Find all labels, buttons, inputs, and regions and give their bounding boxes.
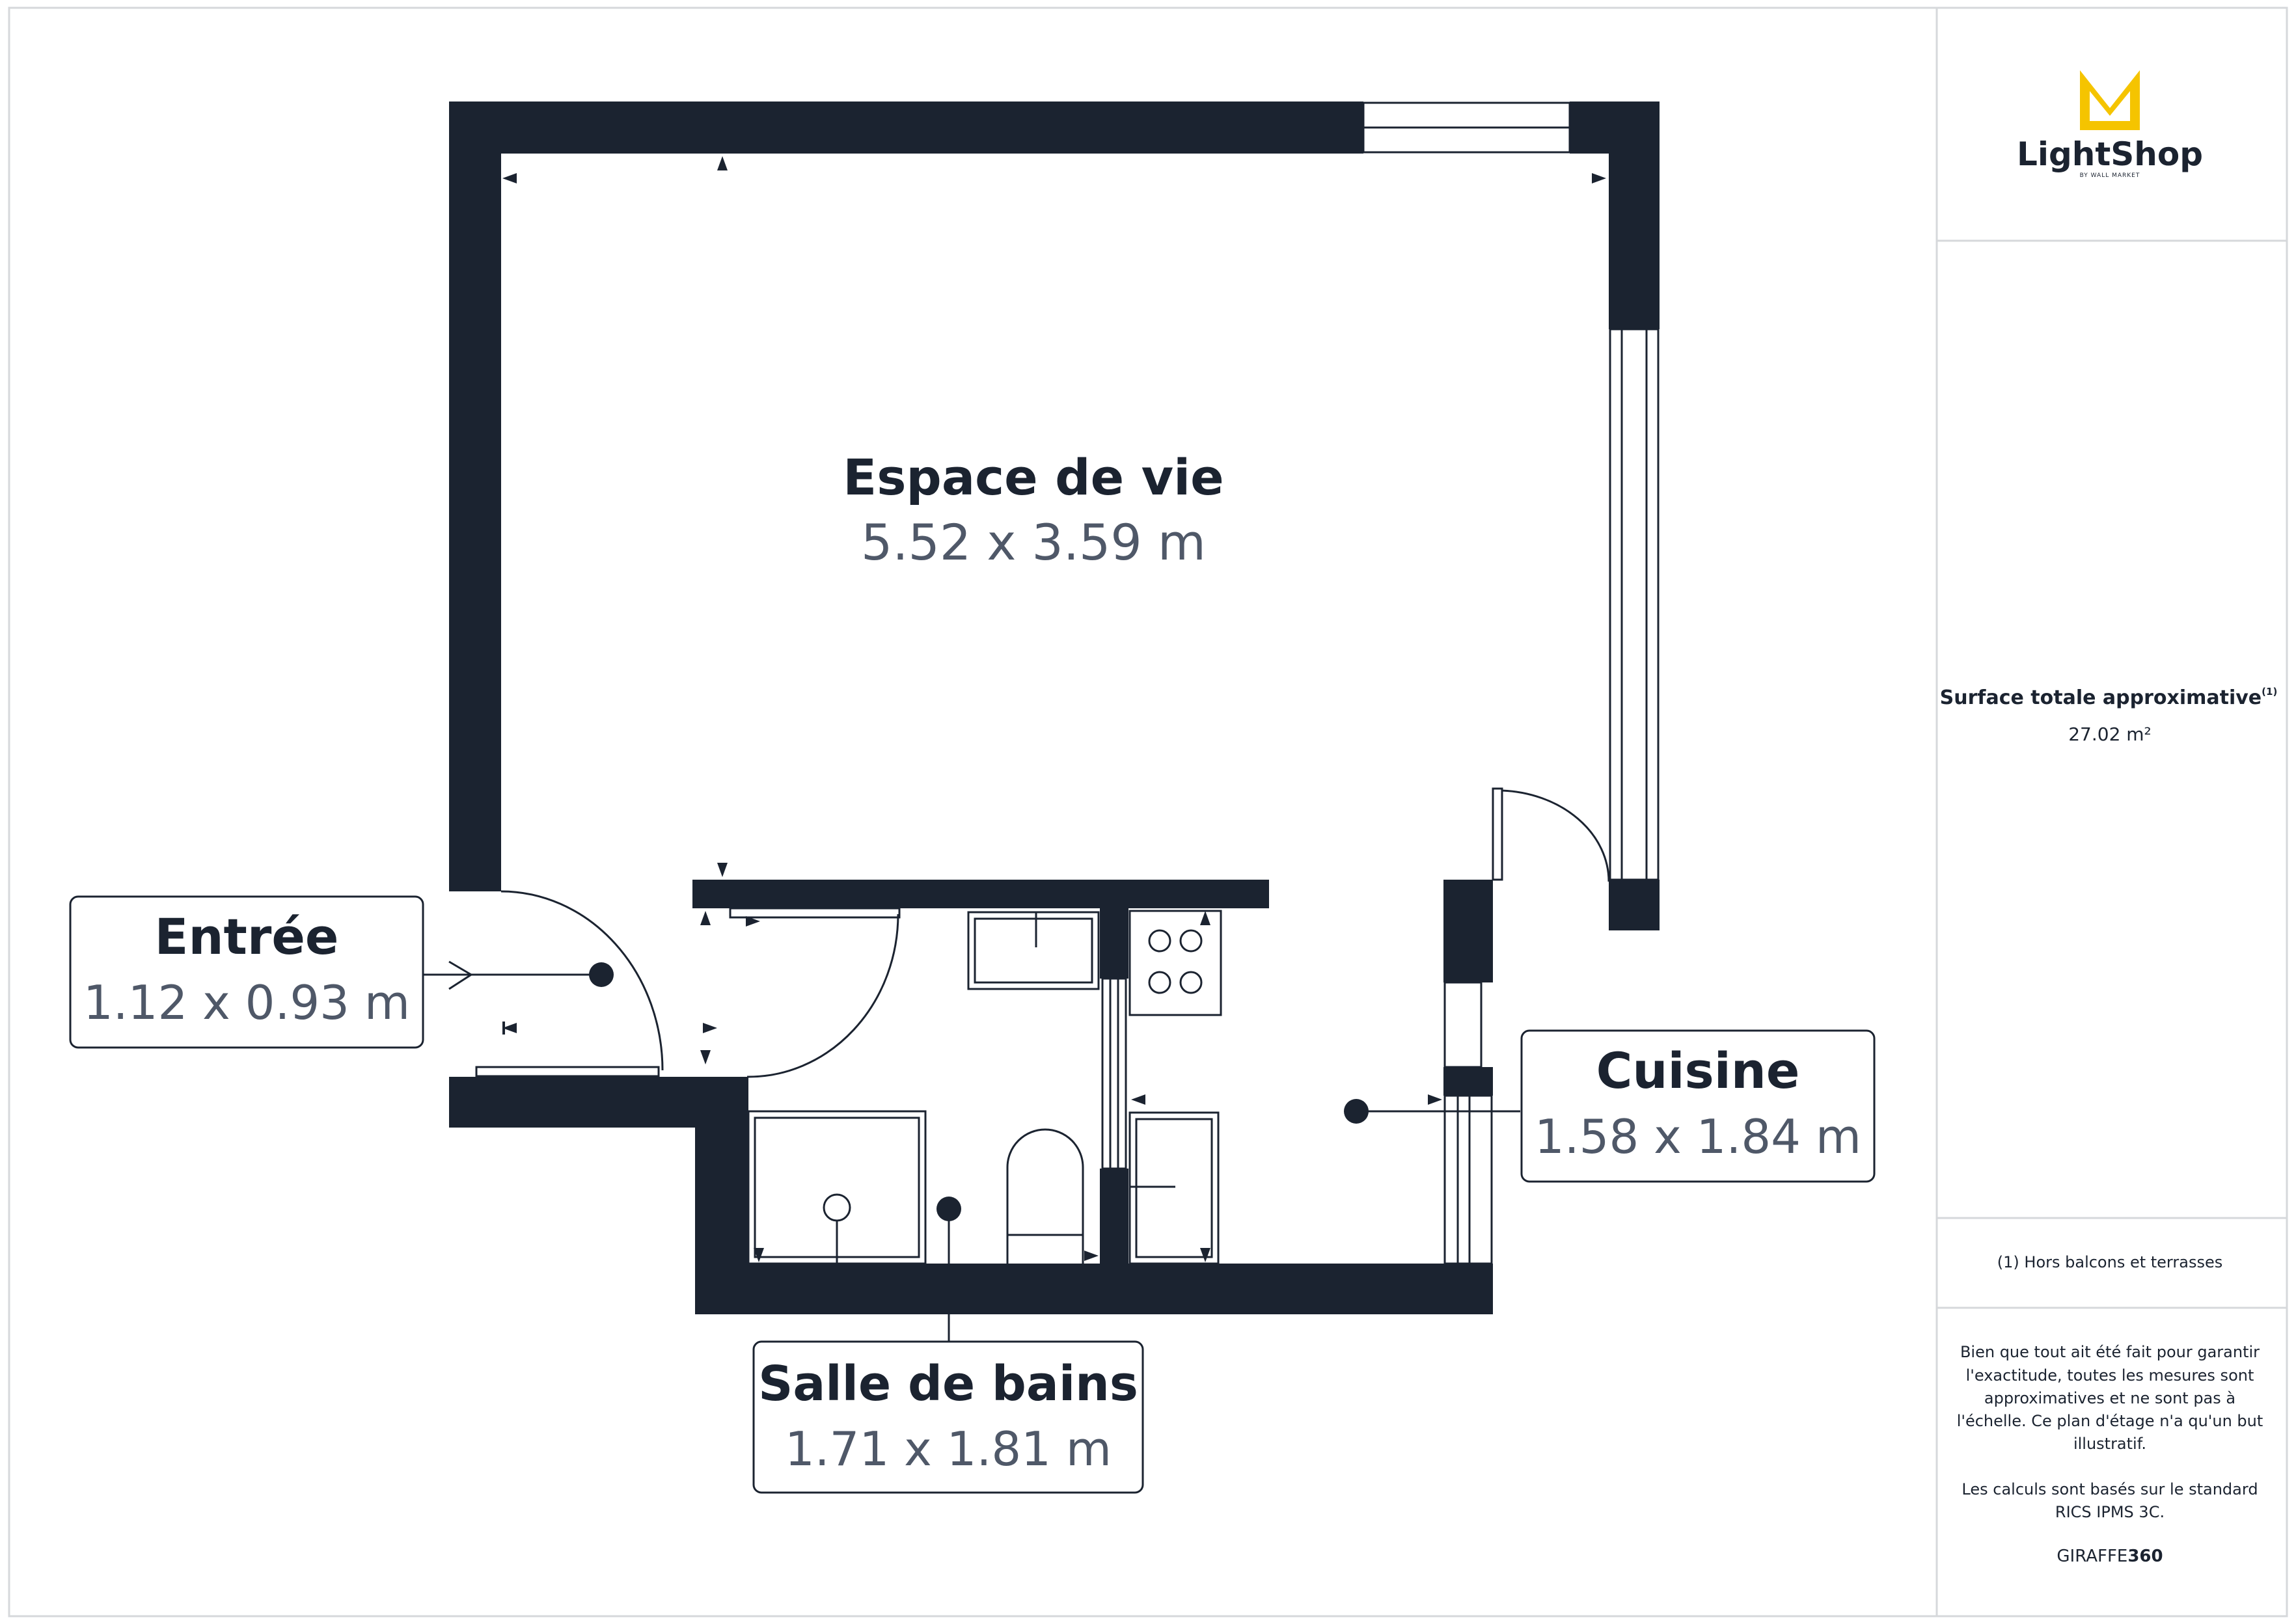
brand-logo-subtext: BY WALL MARKET xyxy=(2080,172,2140,179)
disclaimer-line: illustratif. xyxy=(2073,1435,2146,1453)
crown-logo-icon xyxy=(2080,70,2140,130)
room-label-salle-de-bains: Salle de bains 1.71 x 1.81 m xyxy=(758,1356,1138,1476)
entree-anchor-dot xyxy=(589,962,614,987)
total-area-label-text: Surface totale approximative xyxy=(1940,686,2262,709)
room-dimensions: 1.12 x 0.93 m xyxy=(83,975,410,1030)
footnote-text: (1) Hors balcons et terrasses xyxy=(1997,1253,2222,1271)
label-boxes xyxy=(69,895,1876,1494)
label-anchor-dots xyxy=(589,962,1369,1221)
cuisine-label-box xyxy=(1520,1029,1876,1183)
room-dimensions: 1.58 x 1.84 m xyxy=(1535,1109,1861,1164)
disclaimer-line: l'exactitude, toutes les mesures sont xyxy=(1966,1366,2254,1385)
credit-prefix: GIRAFFE xyxy=(2057,1547,2127,1566)
room-name: Salle de bains xyxy=(758,1356,1138,1412)
room-label-espace-de-vie: Espace de vie 5.52 x 3.59 m xyxy=(843,448,1223,571)
credit-logo: GIRAFFE360 xyxy=(2057,1547,2163,1566)
disclaimer-line: approximatives et ne sont pas à xyxy=(1984,1389,2235,1407)
disclaimer: Bien que tout ait été fait pour garantir… xyxy=(1957,1343,2263,1521)
room-dimensions: 5.52 x 3.59 m xyxy=(861,513,1206,571)
doors xyxy=(475,787,1610,1078)
disclaimer-line: l'échelle. Ce plan d'étage n'a qu'un but xyxy=(1957,1412,2263,1430)
credit-suffix: 360 xyxy=(2127,1547,2163,1566)
cuisine-anchor-dot xyxy=(1344,1099,1369,1124)
fixtures xyxy=(747,910,1222,1265)
room-name: Espace de vie xyxy=(843,448,1223,506)
room-dimensions: 1.71 x 1.81 m xyxy=(785,1422,1112,1476)
standard-line: RICS IPMS 3C. xyxy=(2055,1503,2165,1521)
salle-de-bains-anchor-dot xyxy=(936,1197,961,1221)
salle-de-bains-label-box xyxy=(752,1340,1144,1494)
standard-line: Les calculs sont basés sur le standard xyxy=(1961,1480,2258,1498)
windows xyxy=(1101,102,1660,1265)
total-area-value: 27.02 m² xyxy=(2068,724,2152,745)
total-area-footnote-mark: (1) xyxy=(2262,686,2277,697)
entree-label-box xyxy=(69,895,424,1049)
label-connectors xyxy=(423,960,1520,1342)
brand-logo-text: LightShop xyxy=(2017,135,2203,173)
room-name: Cuisine xyxy=(1596,1042,1800,1100)
measurement-arrows xyxy=(502,156,1606,1262)
disclaimer-line: Bien que tout ait été fait pour garantir xyxy=(1960,1343,2260,1361)
room-label-cuisine: Cuisine 1.58 x 1.84 m xyxy=(1535,1042,1861,1164)
page-frame xyxy=(8,7,2288,1617)
room-label-entree: Entrée 1.12 x 0.93 m xyxy=(83,908,410,1030)
room-name: Entrée xyxy=(155,908,339,966)
total-area-label: Surface totale approximative(1) xyxy=(1940,686,2278,709)
walls xyxy=(449,102,1660,1314)
